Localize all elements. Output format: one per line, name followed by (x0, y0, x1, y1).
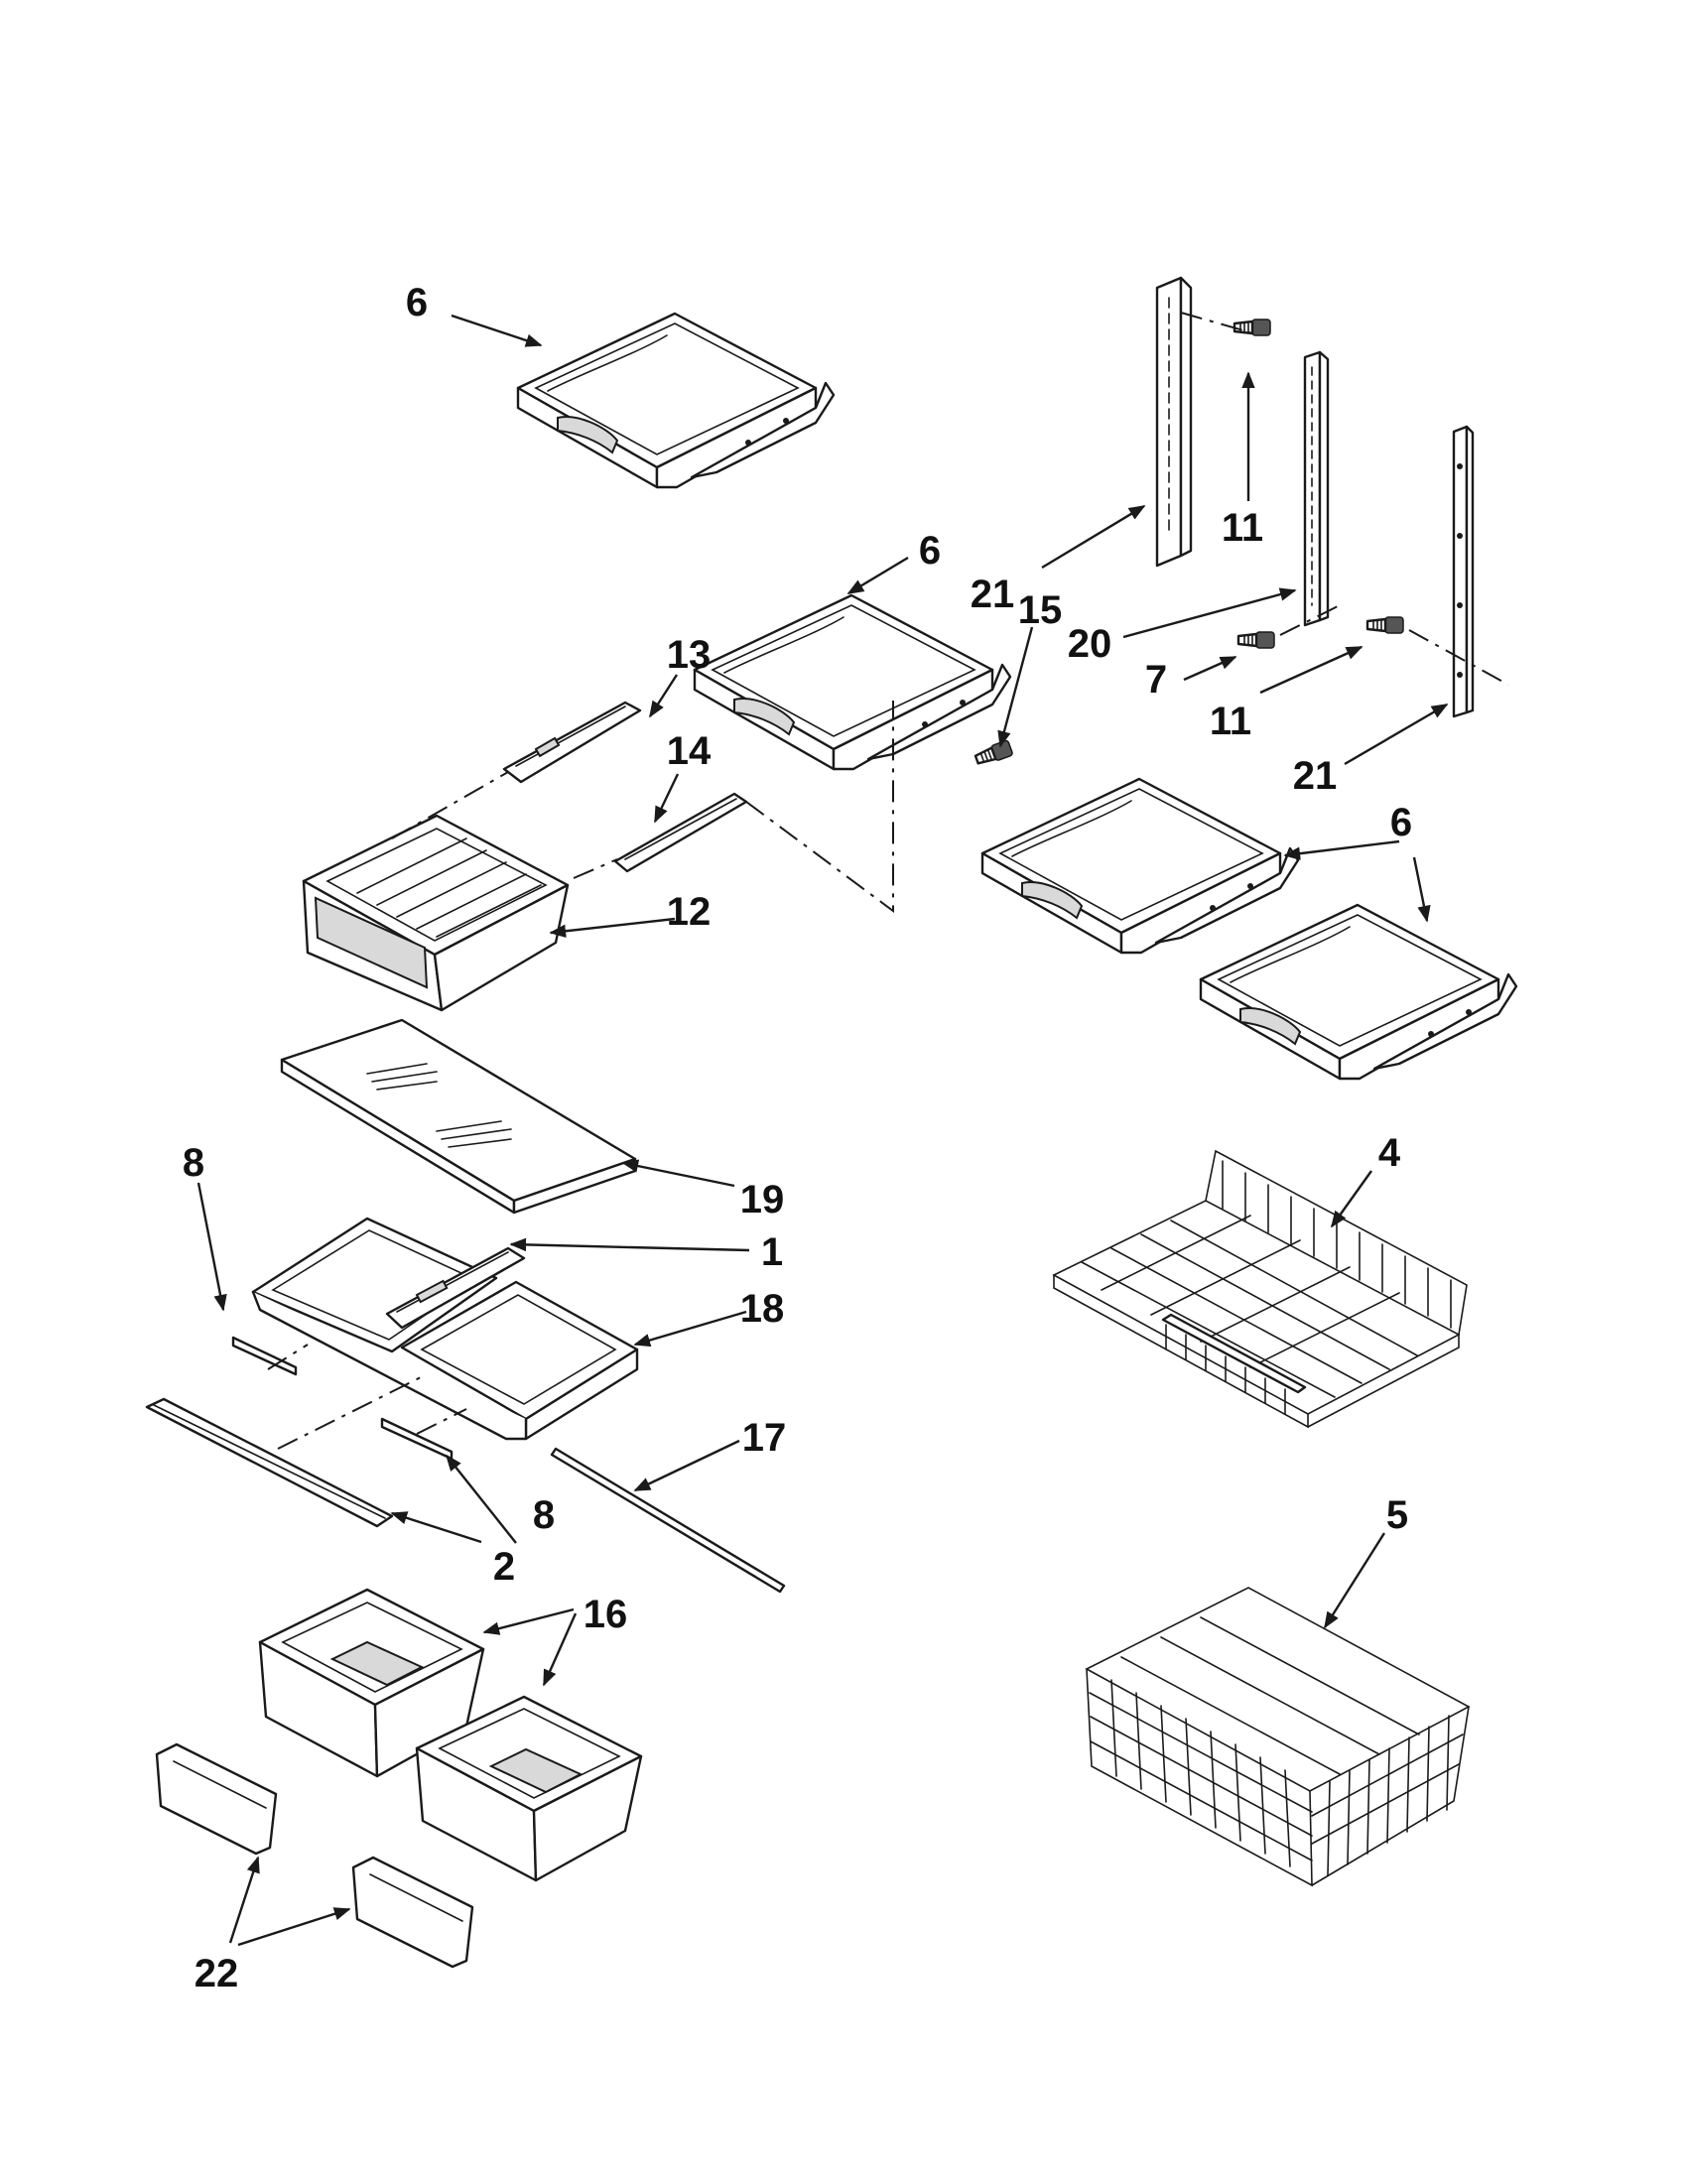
slide-assembly-1 (385, 1246, 526, 1330)
shelf-rail-center (1303, 350, 1330, 627)
slide-8-right (380, 1417, 454, 1461)
shelf-top (516, 312, 836, 489)
callout-8-lower: 8 (533, 1493, 555, 1537)
callout-11-upper: 11 (1222, 506, 1263, 550)
screw-15 (973, 738, 1015, 769)
shelf-rail-left (1155, 276, 1193, 568)
callout-14: 14 (667, 729, 712, 773)
screw-11-upper (1233, 318, 1272, 337)
shelf-right-lower (1199, 903, 1518, 1081)
slide-14 (613, 792, 748, 873)
callout-19: 19 (740, 1178, 785, 1221)
slide-8-left (231, 1336, 298, 1376)
drawer-handle-lower (351, 1856, 474, 1969)
callout-18: 18 (740, 1287, 785, 1331)
callout-17: 17 (742, 1416, 787, 1460)
wire-basket (1085, 1587, 1471, 1887)
callout-15: 15 (1018, 588, 1063, 632)
shelf-right-upper (980, 777, 1300, 955)
callout-11-lower: 11 (1210, 700, 1251, 743)
callout-5: 5 (1386, 1493, 1408, 1537)
callout-6-right: 6 (1390, 801, 1412, 844)
callout-1: 1 (761, 1230, 783, 1274)
wire-shelf (1052, 1149, 1468, 1429)
callout-20: 20 (1068, 622, 1112, 666)
callout-7: 7 (1145, 658, 1167, 702)
shelf-rail-right (1452, 425, 1475, 718)
drawer-handle-upper (155, 1742, 278, 1856)
callout-13: 13 (667, 633, 712, 677)
screw-11-lower (1365, 615, 1405, 635)
rod-17 (550, 1447, 786, 1594)
callout-8-upper: 8 (183, 1141, 204, 1185)
callout-16: 16 (584, 1593, 628, 1636)
callout-6-middle: 6 (919, 529, 941, 573)
crisper-frame (251, 1217, 639, 1441)
callout-12: 12 (667, 890, 712, 934)
callout-4: 4 (1378, 1131, 1401, 1175)
glass-shelf (280, 1018, 637, 1215)
crisper-drawer-right (415, 1695, 643, 1882)
callout-21-lower: 21 (1293, 754, 1338, 798)
callout-22: 22 (195, 1952, 239, 1995)
screw-7 (1236, 630, 1276, 650)
callout-21-upper: 21 (971, 573, 1015, 616)
slide-13 (502, 701, 642, 784)
callout-2: 2 (493, 1545, 515, 1589)
shelf-middle (693, 593, 1012, 771)
crisper-drawer-left (258, 1588, 485, 1778)
callout-6-top: 6 (406, 281, 428, 324)
trim-2 (145, 1397, 394, 1528)
deli-drawer (302, 814, 570, 1012)
